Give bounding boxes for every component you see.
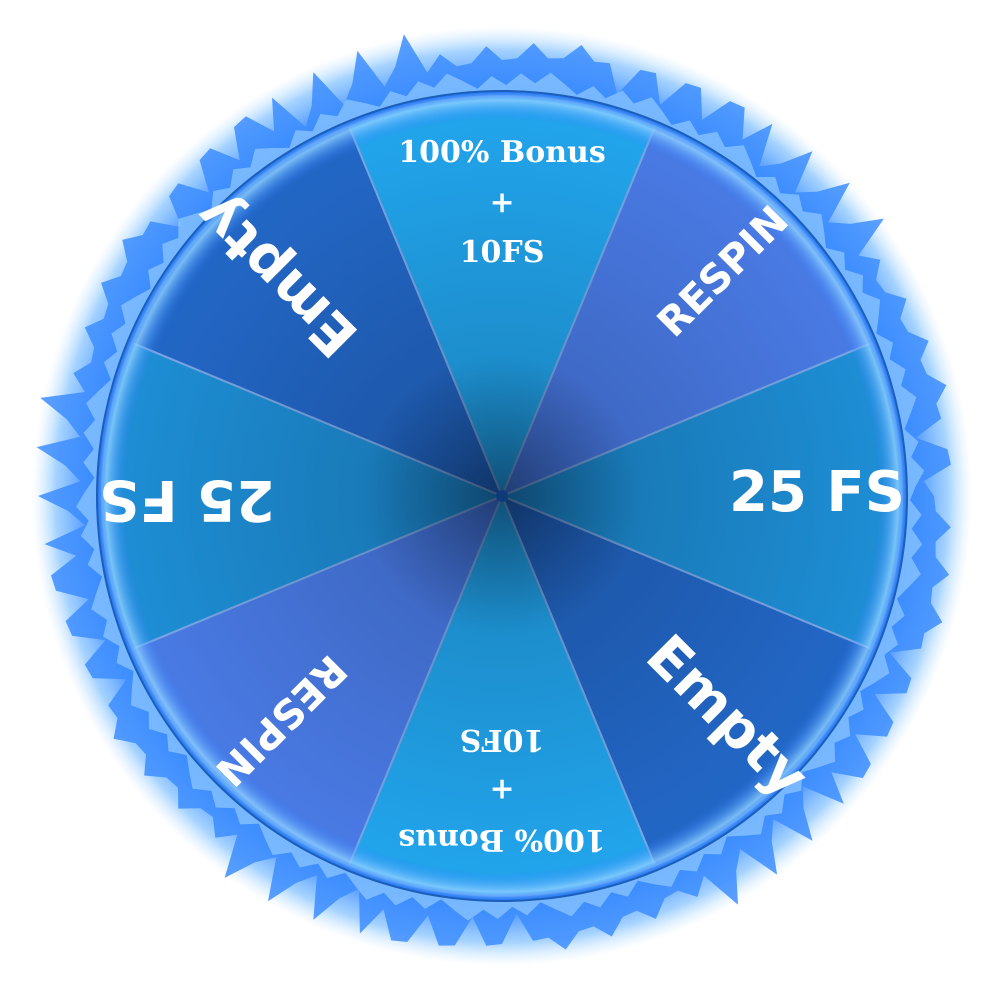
segment-label-bottom: 100% Bonus+10FS [398,722,605,857]
wheel-hub [496,490,508,502]
wheel-shading [98,92,906,900]
segment-label-left: 25 FS [99,467,275,532]
segment-label-top: 100% Bonus+10FS [398,135,605,270]
segment-label-right: 25 FS [729,460,905,525]
